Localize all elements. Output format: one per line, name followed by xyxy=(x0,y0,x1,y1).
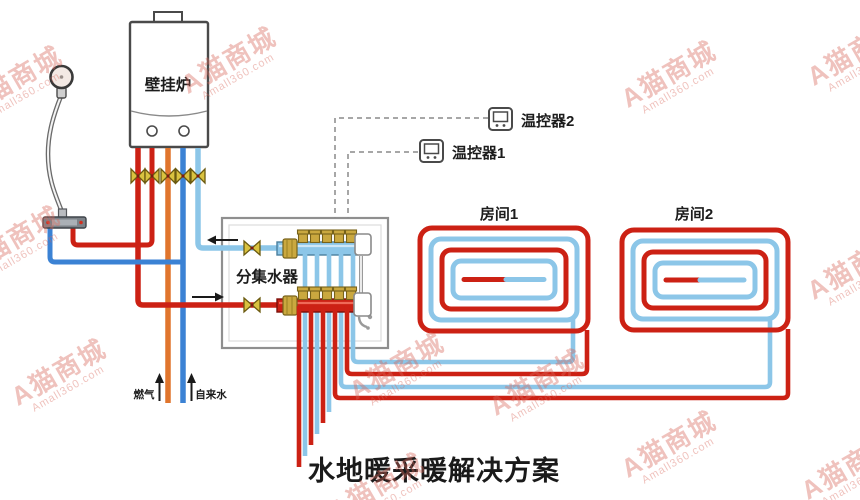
coil-ring-blue xyxy=(428,236,580,323)
valve-icon xyxy=(175,167,191,185)
room1-floor-coil xyxy=(417,225,591,334)
manifold-valve-caps xyxy=(296,229,358,244)
drain-hook xyxy=(357,315,368,329)
coil-ring-red-outer xyxy=(417,225,591,334)
boiler-knob-left xyxy=(146,125,158,137)
thermostat1-wire xyxy=(347,151,418,218)
room1-supply-pipe xyxy=(344,306,590,377)
thermostat2-wire xyxy=(334,117,488,218)
wall-hung-boiler xyxy=(128,11,210,149)
boiler-pipes xyxy=(47,148,283,403)
hot-water-pipe xyxy=(70,148,155,248)
return-manifold xyxy=(243,229,358,259)
gas-in-arrow-icon xyxy=(155,373,164,401)
room2-label: 房间2 xyxy=(675,205,713,223)
room1-return-pipe xyxy=(350,253,576,365)
thermostat-wires xyxy=(334,117,488,218)
thermostat2-device xyxy=(488,107,513,131)
boiler-label: 壁挂炉 xyxy=(145,75,192,94)
manifold-actuators xyxy=(353,233,373,330)
actuator-bottom xyxy=(353,292,372,317)
manifold-label: 分集水器 xyxy=(236,267,299,286)
shower-fixture xyxy=(42,64,87,229)
heating-return-pipe xyxy=(195,148,283,251)
gas-label: 燃气 xyxy=(134,388,155,401)
shower-hose-highlight xyxy=(46,95,63,213)
boiler-panel-line xyxy=(130,110,208,117)
mixer-panel xyxy=(52,219,77,226)
brass-union-fitting xyxy=(282,295,298,316)
heating-supply-pipe xyxy=(135,148,283,308)
flow-arrows xyxy=(155,235,238,401)
thermostat2-label: 温控器2 xyxy=(521,112,574,130)
coil-ring-blue-inner xyxy=(450,258,558,301)
room1-label: 房间1 xyxy=(480,205,518,223)
mixer-cold-dot xyxy=(79,220,83,225)
valve-icon xyxy=(190,167,206,185)
supply-flow-arrow-icon xyxy=(192,292,224,302)
coil-ring-red xyxy=(439,247,569,312)
thermostat1-label: 温控器1 xyxy=(452,144,505,162)
coil-ring-red xyxy=(641,249,769,311)
room2-supply-pipe xyxy=(332,306,791,401)
valve-icon xyxy=(243,239,261,257)
boiler-valves xyxy=(130,167,206,185)
mixer-hot-dot xyxy=(46,220,50,225)
room2-return-pipe xyxy=(338,253,773,390)
valve-icon xyxy=(160,167,176,185)
coil-ring-blue-inner xyxy=(652,260,758,300)
cold-water-branch-pipe xyxy=(47,227,183,265)
return-flow-arrow-icon xyxy=(207,235,238,245)
valve-icon xyxy=(243,296,261,314)
coil-ring-blue xyxy=(630,238,780,322)
actuator-top xyxy=(354,233,372,256)
boiler-knob-right xyxy=(178,125,190,137)
valve-icon xyxy=(130,167,146,185)
coil-ring-red-outer xyxy=(619,227,791,333)
room2-floor-coil xyxy=(619,227,791,333)
brass-union-fitting xyxy=(282,238,298,259)
shower-head-center xyxy=(59,75,64,79)
tap-water-label: 自来水 xyxy=(195,388,227,401)
supply-loop-pipes xyxy=(296,306,791,467)
valve-icon xyxy=(144,167,160,185)
diagram-title: 水地暖采暖解决方案 xyxy=(308,455,560,486)
manifold-valve-caps xyxy=(296,286,358,301)
thermostat1-device xyxy=(419,139,444,163)
tap-water-in-arrow-icon xyxy=(187,373,196,401)
